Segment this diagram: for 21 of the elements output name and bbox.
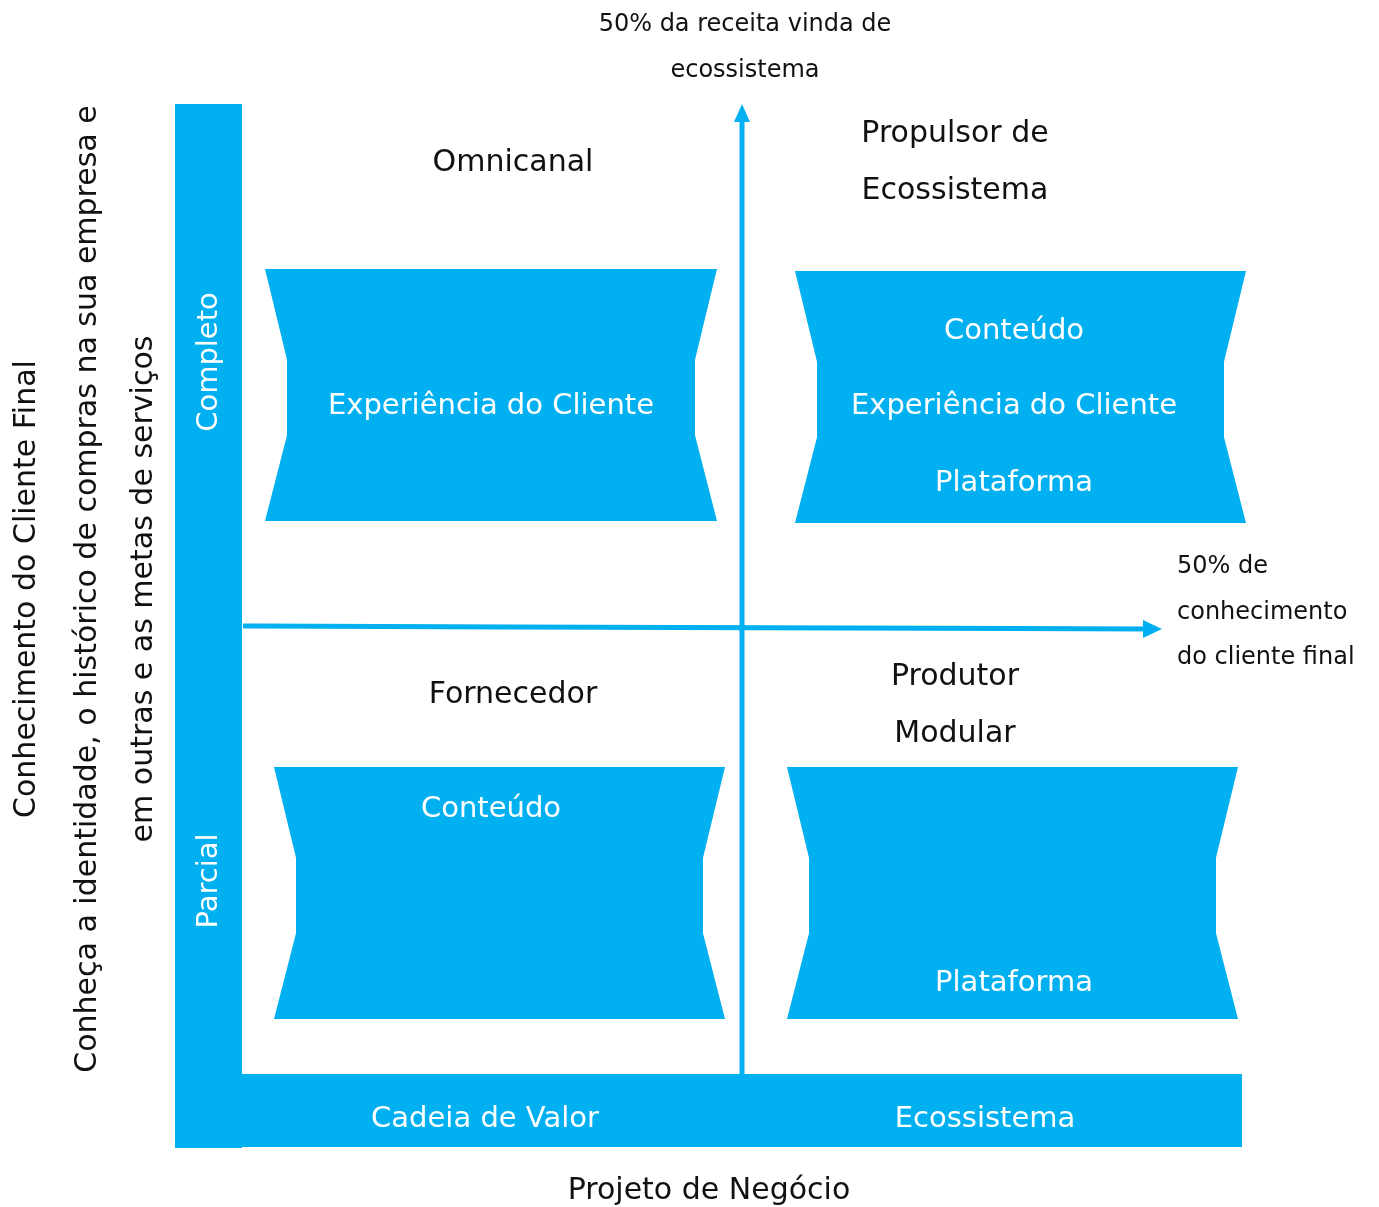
block-label: Conteúdo xyxy=(943,314,1085,346)
horizontal-bar xyxy=(242,1074,1242,1147)
quadrant-title: Propulsor de Ecossistema xyxy=(860,113,1050,208)
axis-category-label: Parcial xyxy=(192,833,224,929)
quadrant-title: Produtor Modular xyxy=(889,656,1021,751)
block-label: Plataforma xyxy=(935,966,1093,998)
block-label: Experiência do Cliente xyxy=(327,389,655,421)
quadrant-title: Omnicanal xyxy=(431,141,595,180)
axis-note: 50% de conhecimento do cliente final xyxy=(1177,549,1356,672)
block-label: Experiência do Cliente xyxy=(850,389,1178,421)
axis-title: Conhecimento do Cliente Final xyxy=(5,359,43,820)
vertical-bar xyxy=(175,104,242,1148)
axis-category-label: Ecossistema xyxy=(894,1102,1076,1134)
axis-title: Projeto de Negócio xyxy=(566,1169,852,1207)
axis-subtitle: Conheça a identidade, o histórico de compras na sua empresa e em outras e as metas de serviços xyxy=(66,104,159,1075)
block-label: Conteúdo xyxy=(420,792,562,824)
quadrant-title: Fornecedor xyxy=(427,673,599,712)
axis-category-label: Completo xyxy=(192,292,224,432)
axis-note: 50% da receita vinda de ecossistema xyxy=(597,8,893,85)
axis-category-label: Cadeia de Valor xyxy=(371,1102,599,1134)
block-label: Plataforma xyxy=(935,466,1093,498)
